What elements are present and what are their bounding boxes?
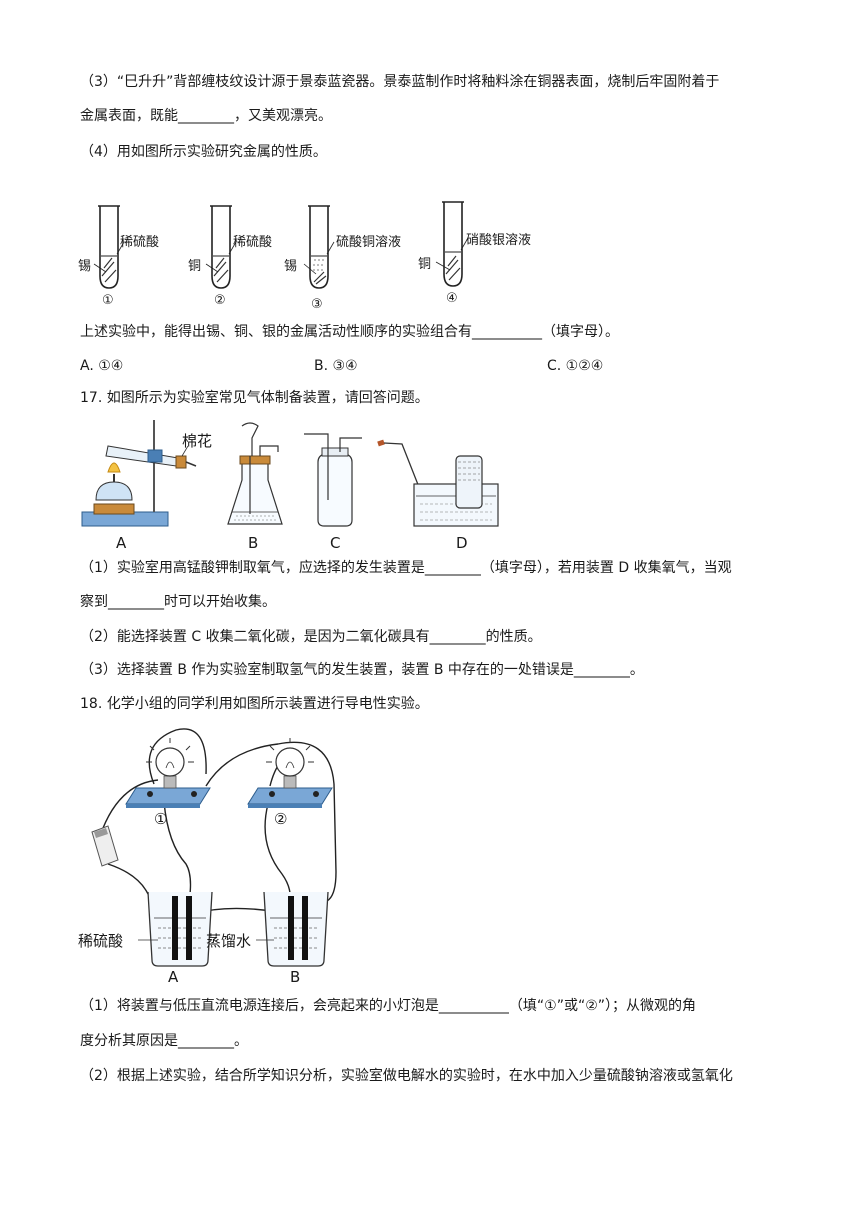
q18-part2: （2）根据上述实验，结合所学知识分析，实验室做电解水的实验时，在水中加入少量硫酸… — [80, 1068, 733, 1084]
test-tube-1: 稀硫酸 锡 ① — [78, 205, 159, 308]
apparatus-d: D — [377, 439, 499, 552]
q18-stem: 18. 化学小组的同学利用如图所示装置进行导电性实验。 — [80, 696, 429, 712]
tube2-solution-label: 稀硫酸 — [233, 235, 272, 250]
test-tube-3: 硫酸铜溶液 锡 ③ — [284, 205, 401, 312]
tube4-metal-label: 铜 — [418, 257, 431, 272]
test-tube-2: 稀硫酸 铜 ② — [188, 205, 272, 308]
tube3-metal-label: 锡 — [284, 259, 297, 274]
q18-part1-line1: （1）将装置与低压直流电源连接后，会亮起来的小灯泡是__________（填“①… — [80, 998, 697, 1014]
q16-test-tube-figure: 稀硫酸 锡 ① 稀硫酸 铜 ② 硫酸铜溶液 锡 ③ — [78, 198, 558, 312]
beaker-a-label: A — [168, 968, 179, 986]
apparatus-a: 棉花 A — [81, 420, 212, 552]
q17-apparatus-figure: 棉花 A B C — [78, 416, 528, 552]
beaker-b: 蒸馏水 B — [206, 891, 329, 986]
q16-question: 上述实验中，能得出锡、铜、银的金属活动性顺序的实验组合有__________（填… — [80, 324, 619, 340]
apparatus-c-label: C — [330, 534, 340, 552]
bulb-2-label: ② — [274, 810, 287, 828]
bulb-2: ② — [247, 738, 333, 828]
tube3-solution-label: 硫酸铜溶液 — [336, 235, 401, 250]
q16-option-a: A. ①④ — [80, 358, 124, 374]
tube2-metal-label: 铜 — [188, 259, 201, 274]
q16-part3-line1: （3）“巳升升”背部缠枝纹设计源于景泰蓝瓷器。景泰蓝制作时将釉料涂在铜器表面，烧… — [80, 74, 720, 90]
apparatus-a-label: A — [116, 534, 127, 552]
tube4-number: ④ — [446, 291, 458, 306]
apparatus-b-label: B — [248, 534, 258, 552]
q17-part1-line2: 察到________时可以开始收集。 — [80, 594, 276, 610]
bulb-1: ① — [125, 738, 211, 828]
q17-part2: （2）能选择装置 C 收集二氧化碳，是因为二氧化碳具有________的性质。 — [80, 629, 542, 645]
q17-part1-line1: （1）实验室用高锰酸钾制取氧气，应选择的发生装置是________（填字母），若… — [80, 560, 732, 576]
q17-stem: 17. 如图所示为实验室常见气体制备装置，请回答问题。 — [80, 390, 429, 406]
beaker-a: 稀硫酸 A — [78, 891, 213, 986]
tube3-number: ③ — [311, 297, 323, 312]
beaker-b-label: B — [290, 968, 300, 986]
liquid-b-label: 蒸馏水 — [206, 932, 251, 950]
tube4-solution-label: 硝酸银溶液 — [466, 233, 531, 248]
tube2-number: ② — [214, 293, 226, 308]
q18-circuit-figure: ① ② 稀硫酸 A — [78, 724, 358, 988]
q16-option-b: B. ③④ — [314, 358, 358, 374]
q16-part3-line2: 金属表面，既能________，又美观漂亮。 — [80, 108, 332, 124]
apparatus-d-label: D — [456, 534, 468, 552]
test-tube-4: 硝酸银溶液 铜 ④ — [418, 201, 531, 306]
apparatus-b: B — [227, 422, 283, 552]
q18-part1-line2: 度分析其原因是________。 — [80, 1033, 248, 1049]
q17-part3: （3）选择装置 B 作为实验室制取氢气的发生装置，装置 B 中存在的一处错误是_… — [80, 662, 644, 678]
bulb-1-label: ① — [154, 810, 167, 828]
battery — [91, 825, 119, 867]
liquid-a-label: 稀硫酸 — [78, 932, 123, 950]
tube1-metal-label: 锡 — [78, 259, 91, 274]
cotton-label: 棉花 — [182, 432, 212, 450]
apparatus-c: C — [304, 433, 362, 552]
q16-option-c: C. ①②④ — [547, 358, 604, 374]
q16-part4: （4）用如图所示实验研究金属的性质。 — [80, 144, 327, 160]
tube1-solution-label: 稀硫酸 — [120, 235, 159, 250]
tube1-number: ① — [102, 293, 114, 308]
